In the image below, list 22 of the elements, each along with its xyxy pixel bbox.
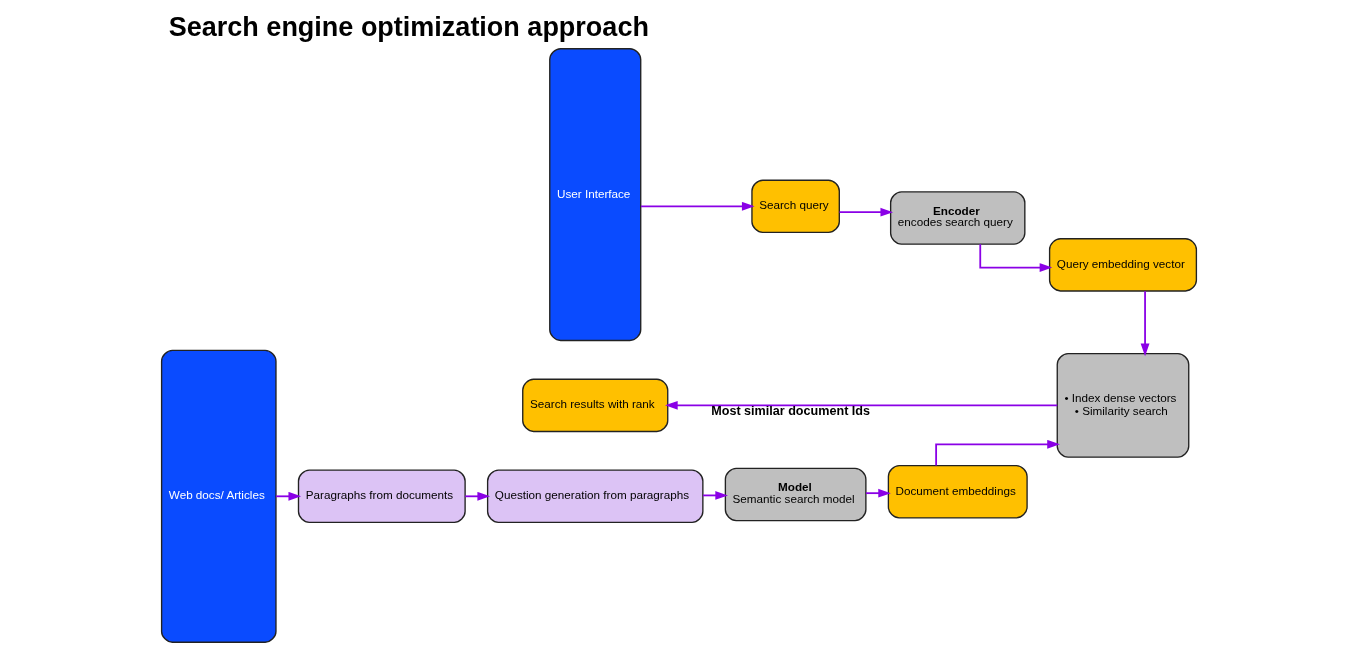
node-box: Model Semantic search model: [724, 467, 867, 522]
node-box: Paragraphs from documents: [297, 469, 466, 524]
arrow: [665, 400, 1059, 410]
arrow: [275, 491, 302, 501]
arrow: [979, 243, 1053, 272]
diagram-title: Search engine optimization approach: [168, 12, 649, 43]
node-box: Search query: [751, 179, 840, 234]
node-box: Search results with rank: [522, 378, 669, 433]
node-box: • Index dense vectors • Similarity search: [1056, 352, 1190, 458]
arrow: [640, 201, 755, 211]
arrow: [464, 491, 491, 501]
arrow: [865, 488, 891, 498]
node-box: Query embedding vector: [1048, 238, 1198, 292]
arrow: [1140, 290, 1150, 357]
node-box: Document embeddings: [887, 465, 1028, 519]
node-box: User Interface: [549, 48, 642, 342]
node-box: Web docs/ Articles: [160, 349, 277, 643]
arrow: [935, 439, 1060, 467]
edge-label: Most similar document Ids: [711, 403, 871, 418]
node-box: Encoder encodes search query: [889, 191, 1026, 245]
arrow: [838, 207, 894, 217]
node-box: Question generation from paragraphs: [486, 469, 704, 524]
